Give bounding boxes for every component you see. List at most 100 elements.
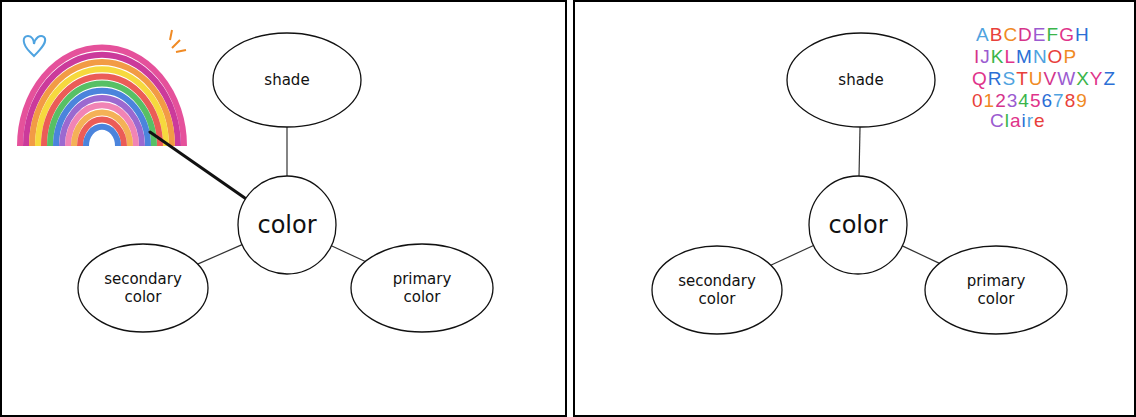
crayon-letter: 8 [1065,90,1077,111]
crayon-letter: G [1059,24,1075,45]
crayon-letter: X [1076,68,1090,89]
node-body: primary color [350,243,494,333]
connector-line [331,246,365,262]
crayon-letter: P [1063,46,1077,67]
crayon-letter: L [1004,46,1016,67]
concept-ellipse: secondary color [77,243,209,333]
concept-ellipse: shade [212,32,362,128]
crayon-letter: U [1029,68,1044,89]
node-body: color [237,175,337,275]
crayon-letter: E [1033,24,1047,45]
rainbow-band [62,98,142,146]
node-label: shade [264,71,309,89]
node-label: primary color [378,270,466,306]
crayon-letter: F [1047,24,1060,45]
crayon-letter: V [1044,68,1058,89]
outline-ellipse [238,176,336,274]
crayon-letter: e [1034,110,1046,131]
rainbow-band [68,105,136,146]
outline-ellipse [809,176,907,274]
outline-ellipse [351,244,493,332]
crayon-letter: Q [972,68,988,89]
concept-circle: color [808,175,908,275]
node-label: secondary color [673,272,761,308]
crayon-letter: C [990,110,1005,131]
leader-line [150,132,252,203]
crayon-letters: 0123456789 [972,90,1088,111]
concept-ellipse: shade [786,32,936,128]
node-label: shade [838,71,883,89]
crayon-letter: J [980,46,991,67]
crayon-letter: N [1033,46,1048,67]
crayon-letters: QRSTUVWXYZ [972,68,1116,89]
crayon-letter: Y [1090,68,1104,89]
connector-line [198,245,243,264]
crayon-letter: T [1016,68,1029,89]
crayon-letter: 7 [1053,90,1065,111]
outline-ellipse [787,33,935,127]
crayon-scribble [170,30,186,52]
concept-circle: color [237,175,337,275]
outline-ellipse [925,246,1067,334]
crayon-letter: A [976,24,990,45]
crayon-letter: R [988,68,1003,89]
crayon-letters: IJKLMNOP [974,46,1077,67]
concept-ellipse: secondary color [651,245,783,335]
crayon-rainbow [20,48,184,146]
crayon-letter: W [1057,68,1076,89]
outline-ellipse [78,244,208,332]
crayon-letter: H [1075,24,1090,45]
crayon-letter: B [990,24,1004,45]
concept-ellipse: primary color [924,245,1068,335]
node-body: secondary color [77,243,209,333]
crayon-letter: l [1005,110,1010,131]
crayon-letter: O [1048,46,1064,67]
node-body: primary color [924,245,1068,335]
crayon-letter: I [974,46,980,67]
crayon-letter: 9 [1076,90,1088,111]
connector-line [859,127,860,176]
concept-ellipse: primary color [350,243,494,333]
crayon-letter: D [1018,24,1033,45]
connector-line [771,246,814,266]
node-body: secondary color [651,245,783,335]
outline-ellipse [652,246,782,334]
left-panel [1,1,566,416]
rainbow-band [80,120,124,146]
rainbow-band [44,76,160,146]
connector-line [902,246,939,263]
crayon-letter: 1 [984,90,996,111]
rainbow-band [26,55,178,146]
crayon-letter: K [991,46,1005,67]
crayon-letter: 3 [1007,90,1019,111]
crayon-letter: M [1016,46,1033,67]
crayon-letter: C [1003,24,1018,45]
rainbow-band [50,84,154,146]
rainbow-band [38,69,166,146]
node-label: color [828,211,887,240]
crayon-letter: 6 [1041,90,1053,111]
outline-ellipse [213,33,361,127]
crayon-letters: Claire [990,110,1046,131]
crayon-letter: a [1010,110,1022,131]
rainbow-band [86,127,118,146]
crayon-letter: i [1022,110,1027,131]
rainbow-band [56,91,148,146]
node-label: color [257,211,316,240]
node-body: color [808,175,908,275]
rainbow-band [74,112,130,146]
node-label: secondary color [99,270,187,306]
crayon-letter: 4 [1018,90,1030,111]
crayon-letter: r [1027,110,1034,131]
connector-line [286,127,287,176]
right-panel [574,1,1135,416]
crayon-letters: ABCDEFGH [976,24,1090,45]
rainbow-band [20,48,184,146]
crayon-letter: S [1003,68,1017,89]
node-body: shade [786,32,936,128]
crayon-letter: 2 [995,90,1007,111]
crayon-letter: 5 [1030,90,1042,111]
